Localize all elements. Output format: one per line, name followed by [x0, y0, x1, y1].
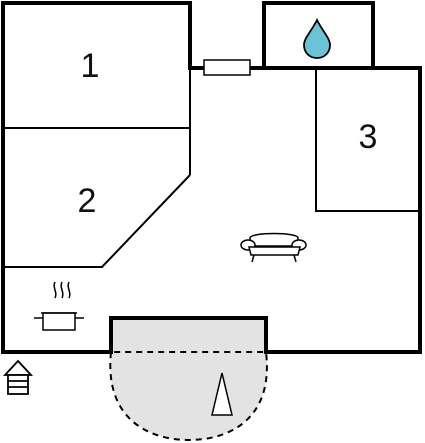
- room-1-label: 1: [81, 47, 100, 85]
- sofa-icon: [240, 232, 307, 263]
- water-drop-icon: [303, 17, 331, 59]
- window-icon: [203, 59, 251, 76]
- terrace: [109, 318, 268, 442]
- outer-wall: [1, 1, 422, 354]
- compass-north-icon: [211, 372, 233, 416]
- entrance-house-icon: [2, 359, 34, 395]
- bedrooms-1-2-walls: [3, 68, 191, 268]
- room-3-label: 3: [359, 118, 378, 156]
- room-3-outline: [315, 67, 421, 212]
- room-2-label: 2: [78, 182, 97, 220]
- cooking-pot-icon: [34, 281, 84, 331]
